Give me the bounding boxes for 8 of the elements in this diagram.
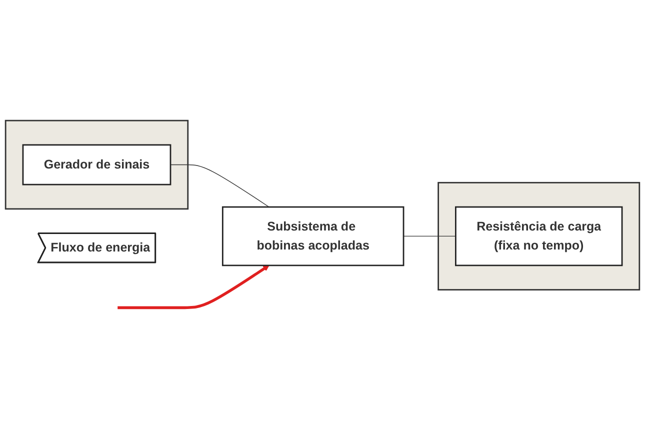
node-box: Resistência de carga (fixa no tempo)	[455, 206, 623, 266]
cluster	[4, 120, 189, 210]
cluster	[438, 182, 640, 291]
arrow	[118, 265, 270, 310]
connector	[170, 164, 270, 208]
node-box: Subsistema de bobinas acopladas	[222, 206, 404, 266]
connector	[403, 236, 456, 237]
node-box: Gerador de sinais	[22, 144, 172, 186]
